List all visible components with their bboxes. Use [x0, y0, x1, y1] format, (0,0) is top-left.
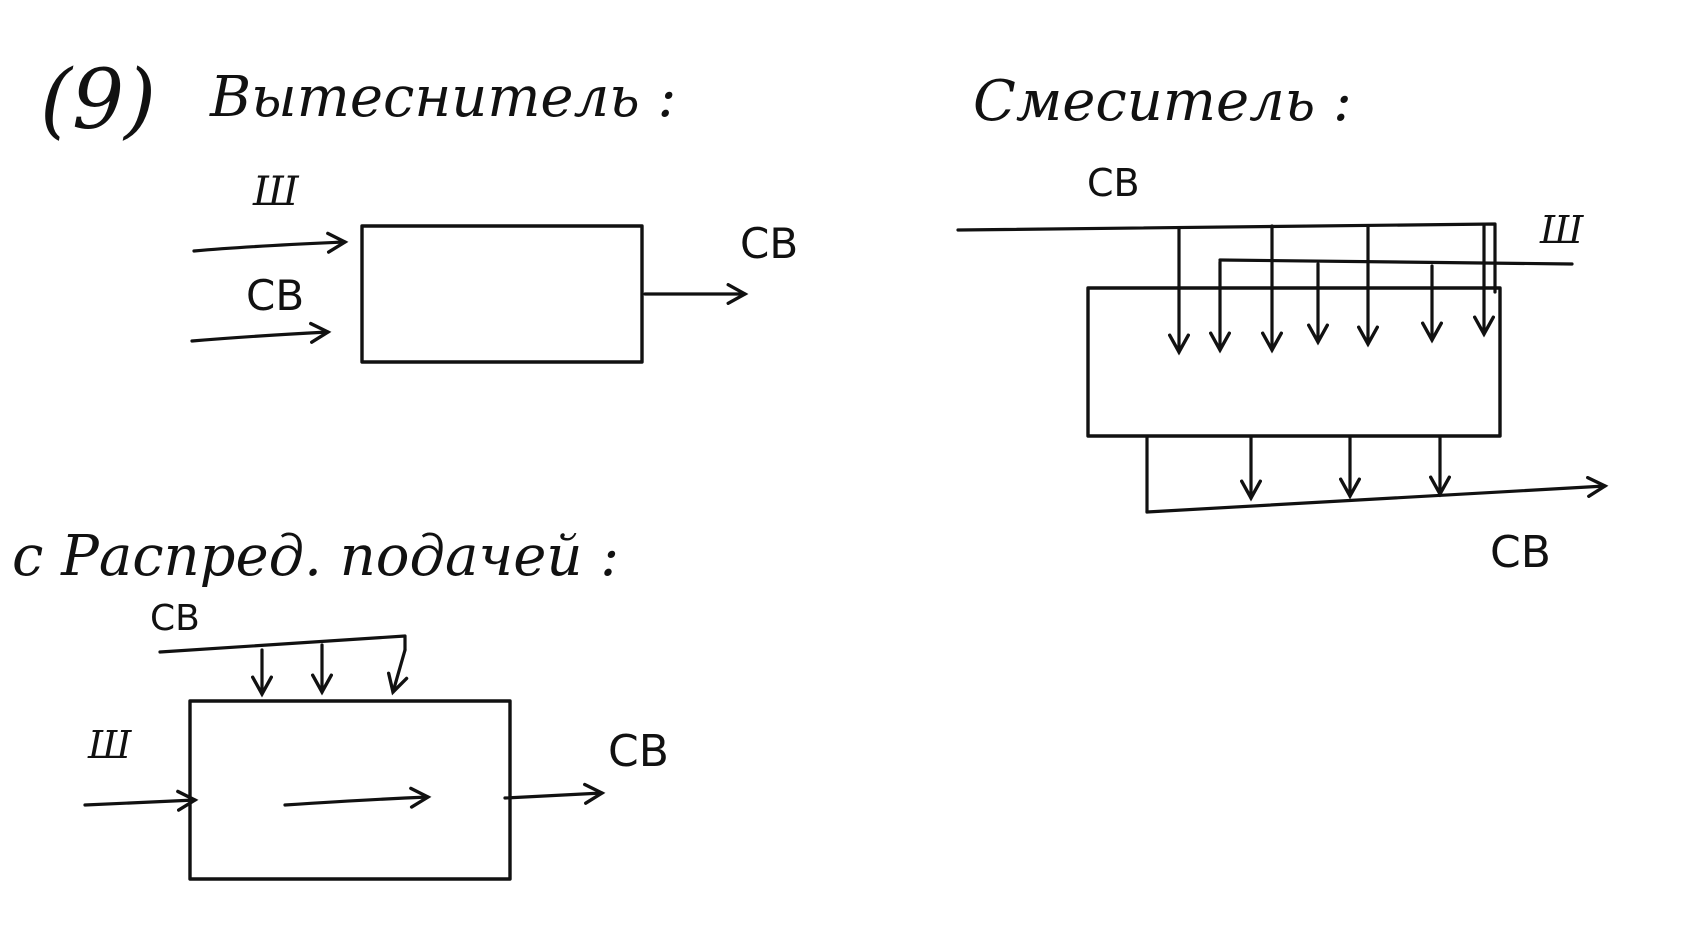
mixer-top-feed-label: СВ — [1087, 161, 1140, 205]
mixer-diagram: Смеситель : СВ Ш СВ — [956, 69, 1609, 578]
mixer-second-feed-line — [1218, 258, 1574, 266]
mixer-feed-arrows — [1167, 224, 1496, 356]
distributed-feed-arrow — [386, 648, 409, 696]
plug-flow-diagram: Вытеснитель : Ш СВ СВ — [190, 65, 798, 364]
mixer-outlet-arrows — [1145, 435, 1452, 514]
plug-flow-output-label: СВ — [740, 219, 798, 268]
plug-flow-title: Вытеснитель : — [209, 65, 676, 130]
plug-flow-reactor-box — [360, 224, 644, 364]
mixer-title: Смеситель : — [973, 69, 1352, 134]
mixer-output-line — [1145, 475, 1609, 514]
plug-flow-input-bottom-arrow — [190, 321, 332, 344]
distributed-feed-output-label: СВ — [608, 726, 669, 777]
problem-number: (9) — [40, 53, 156, 148]
distributed-feed-diagram: с Распред. подачей : СВ Ш СВ — [12, 524, 669, 881]
distributed-feed-output-arrow — [503, 782, 606, 805]
mixer-top-feed-line — [956, 222, 1497, 294]
distributed-feed-input-label: Ш — [87, 723, 132, 767]
distributed-feed-reactor-box — [188, 699, 512, 881]
plug-flow-input-top-label: Ш — [252, 169, 300, 215]
distributed-feed-title: с Распред. подачей : — [12, 524, 619, 589]
mixer-output-label: СВ — [1490, 527, 1551, 578]
plug-flow-input-bottom-label: СВ — [246, 271, 304, 320]
distributed-feed-arrows — [250, 643, 409, 698]
flow-direction-arrow — [283, 786, 432, 809]
distributed-feed-input-arrow — [83, 789, 199, 812]
plug-flow-input-top-arrow — [192, 231, 349, 254]
distributed-feed-top-label: СВ — [150, 598, 200, 639]
mixer-second-feed-label: Ш — [1539, 208, 1584, 252]
mixer-vessel-box — [1086, 286, 1502, 438]
distributed-feed-top-line — [158, 634, 407, 654]
